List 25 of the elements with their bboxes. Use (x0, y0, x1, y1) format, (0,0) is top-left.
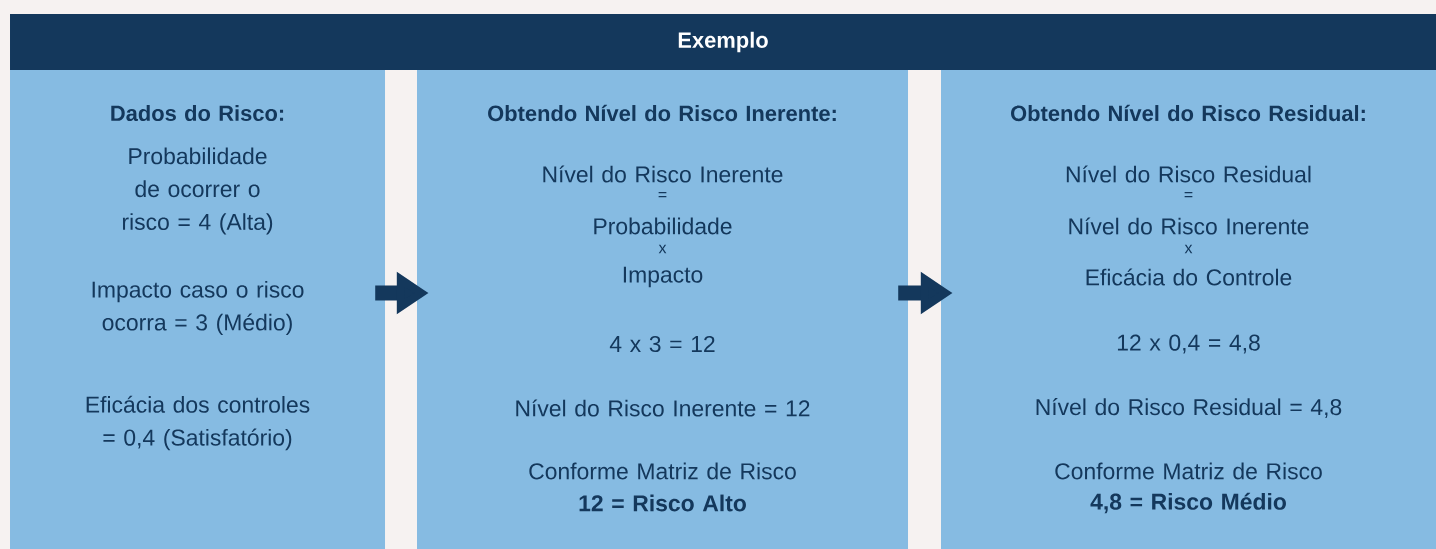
result-text: 4,8 = Risco Médio (1090, 492, 1286, 514)
operator-symbol: x (1184, 244, 1193, 254)
text: Nível do Risco Inerente (1069, 217, 1309, 235)
operator-symbol: = (1184, 192, 1193, 198)
text: Conforme Matriz de Risco (1055, 462, 1322, 480)
text: Probabilidade (594, 217, 732, 235)
text: 12 x 0,4 = 4,8 (1117, 334, 1260, 354)
text: Impacto (623, 266, 703, 288)
result-text: 12 = Risco Alto (579, 494, 746, 512)
operator-symbol: = (658, 192, 667, 198)
text: Eficácia dos controles = 0,4 (Satisfatório) (86, 395, 310, 451)
panel-heading: Dados do Risco: (111, 104, 284, 122)
text: Nível do Risco Residual = 4,8 (1036, 398, 1342, 418)
text: 4 x 3 = 12 (609, 335, 715, 353)
text: Nível do Risco Inerente = 12 (516, 399, 810, 417)
operator-symbol: x (658, 244, 667, 254)
text: Nível do Risco Residual (1066, 165, 1311, 183)
text: Conforme Matriz de Risco (529, 462, 796, 480)
header-band: Exemplo (10, 14, 1436, 70)
text: Impacto caso o risco ocorra = 3 (Médio) (92, 280, 304, 336)
text: Eficácia do Controle (1086, 268, 1292, 286)
panel-heading: Obtendo Nível do Risco Inerente: (488, 104, 836, 122)
text: Probabilidade de ocorrer o risco = 4 (Alta) (122, 147, 273, 235)
text: Nível do Risco Inerente (543, 165, 783, 183)
panel-heading: Obtendo Nível do Risco Residual: (1011, 104, 1365, 122)
